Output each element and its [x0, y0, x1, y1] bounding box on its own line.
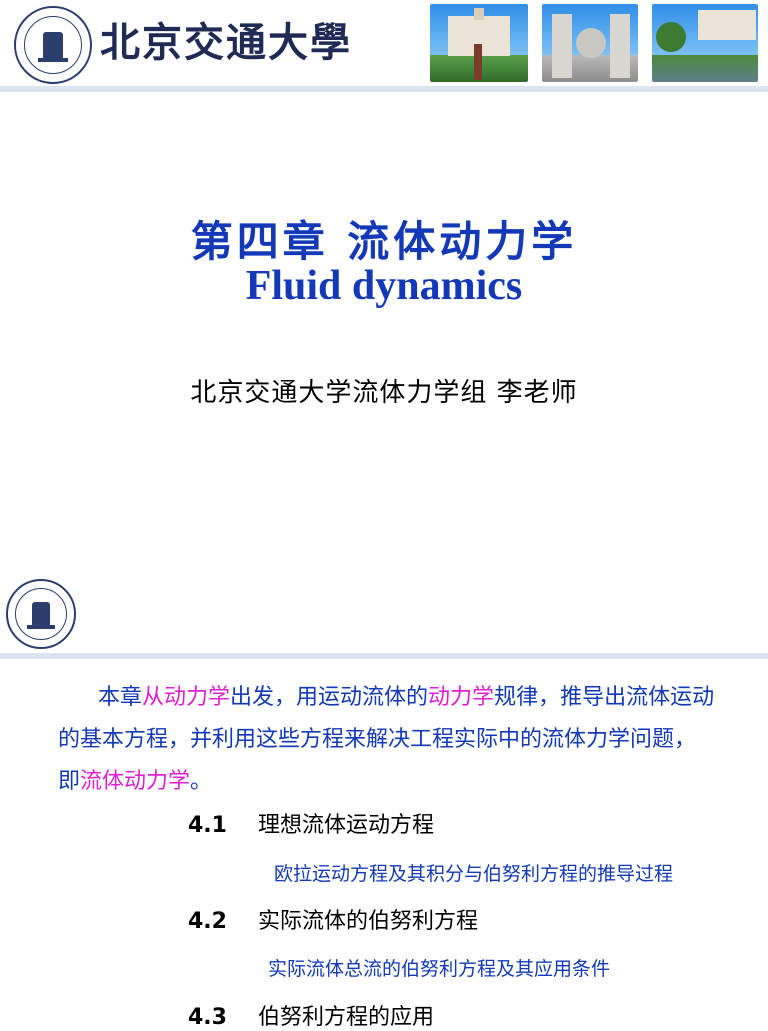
header-divider: [0, 86, 768, 92]
intro-paragraph: 本章从动力学出发，用运动流体的动力学规律，推导出流体运动的基本方程，并利用这些方…: [58, 685, 715, 794]
section-4-1: 4.1 理想流体运动方程: [188, 807, 434, 839]
section-4-3: 4.3 伯努利方程的应用: [188, 999, 434, 1031]
campus-photo-2: [542, 4, 638, 82]
title-english: Fluid dynamics: [245, 263, 523, 309]
slide-title: 北京交通大學 第四章 流体动力学 Fluid dynamics 北京交通大学流体…: [0, 0, 768, 408]
section-4-1-subtitle: 欧拉运动方程及其积分与伯努利方程的推导过程: [274, 863, 674, 885]
campus-photo-1: [430, 4, 528, 82]
campus-photo-3: [652, 4, 758, 82]
author-line: 北京交通大学流体力学组 李老师: [190, 378, 578, 408]
university-seal-icon: [6, 579, 76, 649]
emphasis-text: 从动力学: [142, 685, 231, 710]
section-number: 4.2: [188, 909, 227, 934]
section-title: 实际流体的伯努利方程: [258, 909, 479, 934]
section-number: 4.1: [188, 813, 227, 838]
section-4-2-subtitle: 实际流体总流的伯努利方程及其应用条件: [268, 958, 611, 980]
header-divider: [0, 653, 768, 659]
section-4-2: 4.2 实际流体的伯努利方程: [188, 903, 478, 935]
section-title: 伯努利方程的应用: [258, 1005, 435, 1030]
section-number: 4.3: [188, 1005, 227, 1030]
slide-outline: 本章从动力学出发，用运动流体的动力学规律，推导出流体运动的基本方程，并利用这些方…: [0, 565, 768, 1030]
section-title: 理想流体运动方程: [258, 813, 435, 838]
title-chinese: 第四章 流体动力学: [190, 217, 578, 266]
slide-header: 北京交通大學: [0, 0, 768, 86]
university-seal-icon: [14, 6, 92, 84]
emphasis-text: 流体动力学: [80, 769, 191, 794]
university-logo-text: 北京交通大學: [100, 19, 352, 66]
emphasis-text: 动力学: [428, 685, 495, 710]
